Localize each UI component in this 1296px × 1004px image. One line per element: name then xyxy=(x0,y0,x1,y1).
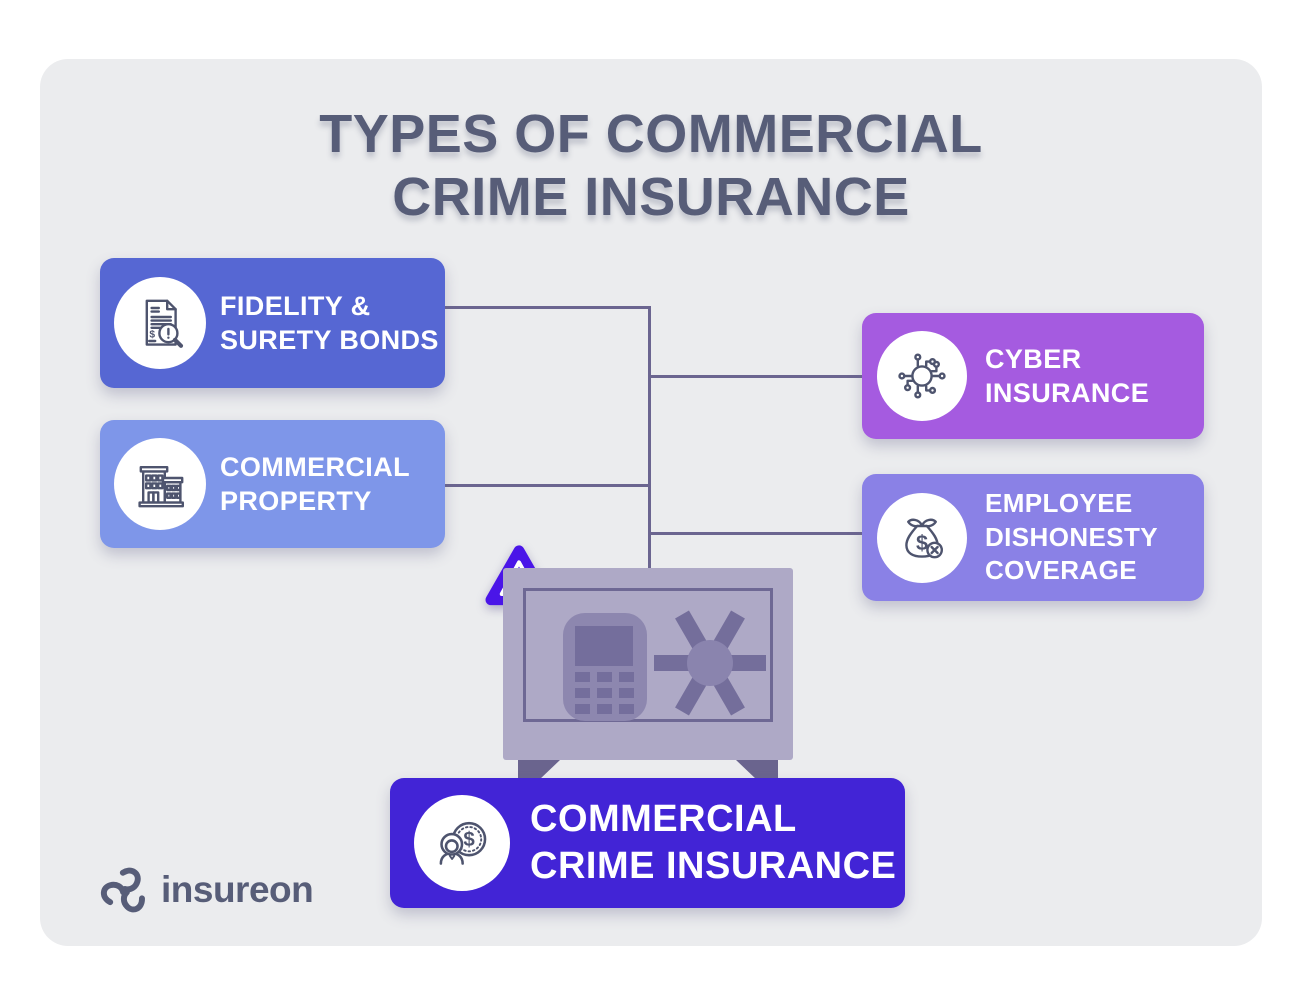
node-cyber-insurance: CYBER INSURANCE xyxy=(862,313,1204,439)
node-label: CYBER INSURANCE xyxy=(985,343,1150,408)
node-employee-dishonesty-coverage: $ EMPLOYEE DISHONESTY COVERAGE xyxy=(862,474,1204,601)
document-magnifier-icon: $ xyxy=(114,277,206,369)
safe-body xyxy=(503,568,793,760)
insureon-knot-icon xyxy=(100,867,145,913)
safe-keypad-screen xyxy=(575,626,633,666)
connector-line-vertical xyxy=(648,306,651,568)
node-label: COMMERCIAL CRIME INSURANCE xyxy=(530,797,897,887)
svg-text:$: $ xyxy=(463,828,475,851)
brand-logo: insureon xyxy=(98,863,314,917)
node-label: EMPLOYEE DISHONESTY COVERAGE xyxy=(985,487,1159,586)
safe-door-panel xyxy=(523,588,773,722)
svg-text:$: $ xyxy=(916,530,928,555)
safe-leg-right xyxy=(736,760,778,780)
safe-dial-wheel xyxy=(654,610,766,716)
connector-line-fidelity xyxy=(445,306,650,309)
brand-name: insureon xyxy=(161,869,314,910)
background-panel: TYPES OF COMMERCIAL CRIME INSURANCE $ FI… xyxy=(40,59,1262,946)
connector-line-employee xyxy=(650,532,862,535)
money-bag-x-icon: $ xyxy=(877,492,967,583)
buildings-icon xyxy=(114,438,206,530)
burglar-coin-icon: $ xyxy=(414,795,510,891)
page-title: TYPES OF COMMERCIAL CRIME INSURANCE xyxy=(319,104,983,227)
safe-illustration xyxy=(503,568,793,780)
node-label: COMMERCIAL PROPERTY xyxy=(220,451,410,516)
circuit-node-icon xyxy=(877,331,967,421)
node-commercial-property: COMMERCIAL PROPERTY xyxy=(100,420,445,548)
safe-leg-left xyxy=(518,760,560,780)
svg-text:$: $ xyxy=(149,329,155,340)
node-commercial-crime-insurance: $ COMMERCIAL CRIME INSURANCE xyxy=(390,778,905,908)
node-fidelity-surety-bonds: $ FIDELITY & SURETY BONDS xyxy=(100,258,445,388)
connector-line-property xyxy=(445,484,650,487)
connector-line-cyber xyxy=(650,375,862,378)
node-label: FIDELITY & SURETY BONDS xyxy=(220,290,439,355)
